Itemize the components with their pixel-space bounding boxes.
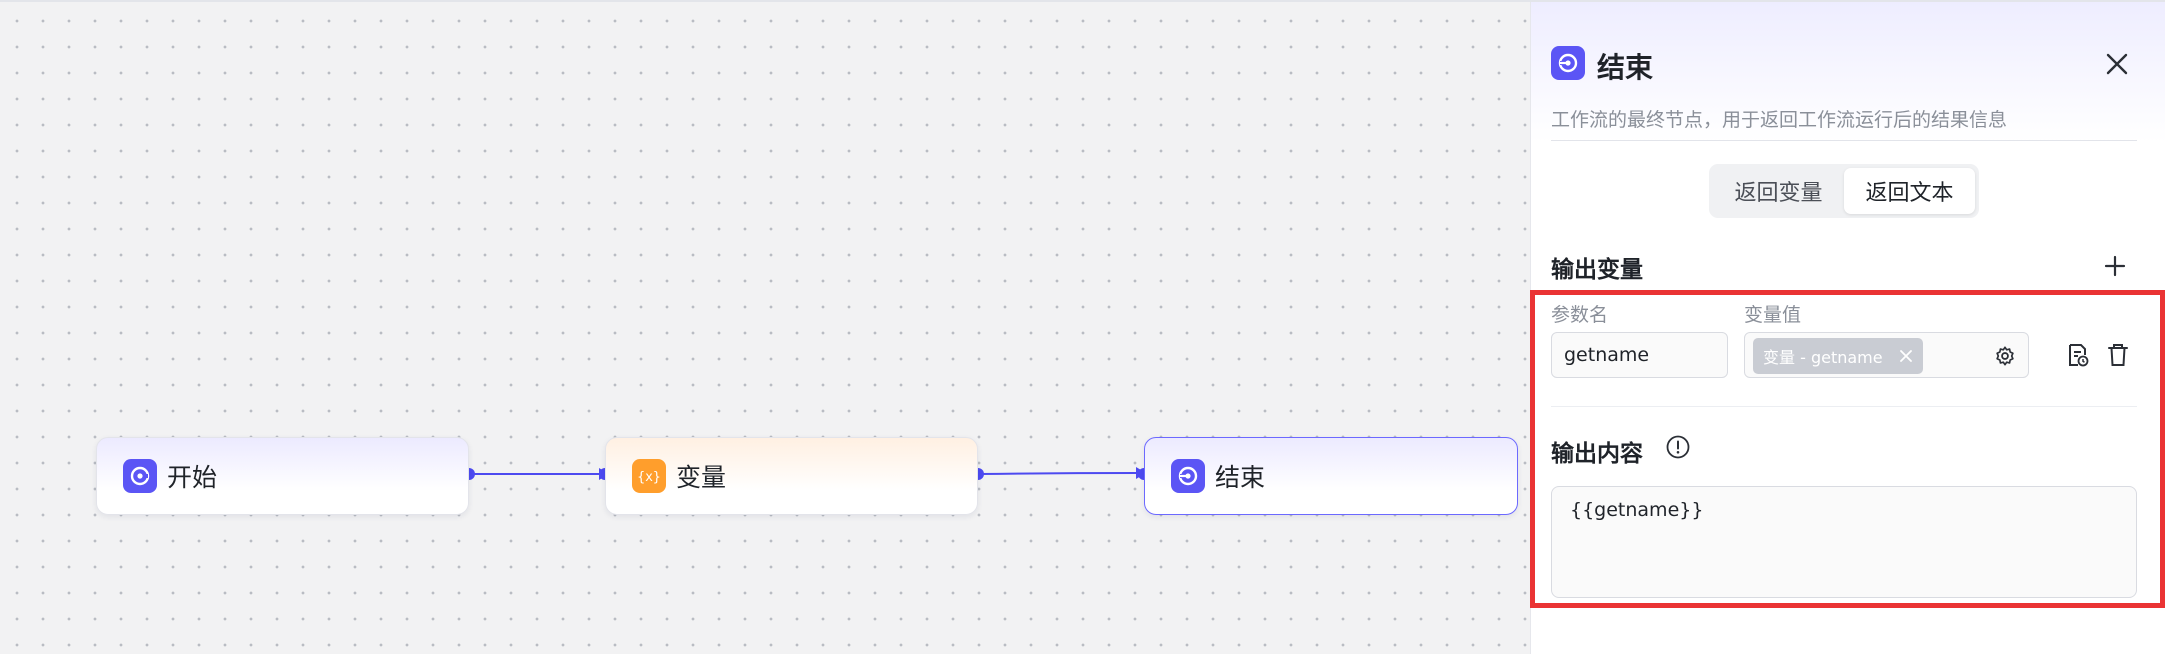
variable-value-select[interactable]: 变量 - getname <box>1744 332 2029 378</box>
node-start-label: 开始 <box>167 463 218 492</box>
node-variable-label: 变量 <box>676 463 727 492</box>
param-name-input[interactable] <box>1551 332 1728 378</box>
variable-icon: {x} <box>632 459 666 493</box>
end-icon <box>1551 46 1585 80</box>
panel-description: 工作流的最终节点，用于返回工作流运行后的结果信息 <box>1551 109 2008 131</box>
output-content-title: 输出内容 <box>1551 441 1643 467</box>
variable-doc-icon[interactable] <box>2065 342 2091 368</box>
node-end[interactable]: 结束 <box>1144 437 1518 515</box>
remove-tag-icon[interactable] <box>1897 347 1915 365</box>
info-icon[interactable] <box>1665 434 1691 460</box>
node-end-label: 结束 <box>1215 463 1266 492</box>
end-icon <box>1171 459 1205 493</box>
tab-return-text[interactable]: 返回文本 <box>1844 168 1975 214</box>
close-icon[interactable] <box>2101 48 2133 80</box>
svg-text:{x}: {x} <box>637 470 660 485</box>
edge-variable-to-end <box>978 472 1139 475</box>
node-start[interactable]: 开始 <box>96 437 469 515</box>
gear-icon[interactable] <box>1994 345 2016 367</box>
variable-tag: 变量 - getname <box>1753 338 1923 374</box>
workflow-edges <box>463 467 1150 480</box>
workflow-canvas[interactable] <box>0 2 1530 654</box>
output-content-textarea[interactable]: {{getname}} <box>1551 486 2137 598</box>
tab-return-variable[interactable]: 返回变量 <box>1734 181 1823 206</box>
node-variable[interactable]: {x} 变量 <box>605 437 978 515</box>
variable-tag-label: 变量 - getname <box>1763 348 1883 367</box>
row-divider <box>1551 406 2137 407</box>
header-divider <box>1551 140 2137 141</box>
plus-icon <box>2104 255 2126 277</box>
panel-title: 结束 <box>1597 51 1654 84</box>
output-variables-title: 输出变量 <box>1551 257 1643 283</box>
panel-header <box>1531 2 2165 142</box>
delete-icon[interactable] <box>2105 342 2131 368</box>
start-icon <box>123 459 157 493</box>
node-settings-panel: 结束 工作流的最终节点，用于返回工作流运行后的结果信息 返回变量 返回文本 输出… <box>1530 2 2165 654</box>
param-name-label: 参数名 <box>1551 304 1609 326</box>
return-mode-tabs: 返回变量 返回文本 <box>1709 164 1979 218</box>
top-border <box>0 0 2165 2</box>
add-variable-button[interactable] <box>2099 250 2131 282</box>
var-value-label: 变量值 <box>1744 304 1802 326</box>
